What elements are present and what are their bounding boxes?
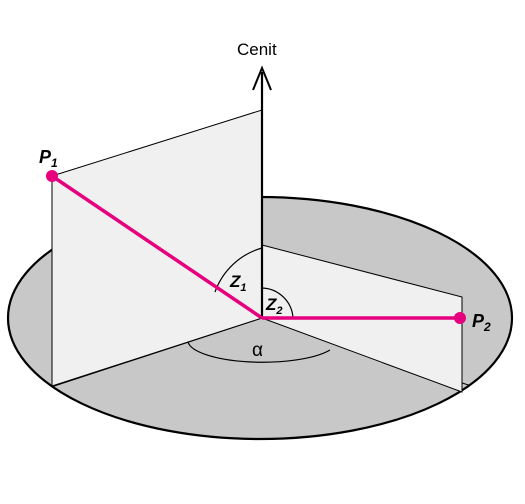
arc-z1 (214, 247, 263, 293)
z1-label: Z1 (229, 272, 247, 294)
alpha-label: α (252, 340, 263, 361)
point-p1 (46, 170, 58, 182)
arc-alpha (187, 341, 331, 363)
point-p2 (454, 312, 466, 324)
arc-z2 (261, 287, 294, 319)
p1-label: P1 (39, 147, 58, 170)
zenith-label: Cenit (237, 40, 277, 59)
p2-label: P2 (472, 311, 491, 334)
z2-label: Z2 (265, 295, 283, 317)
sight-line-p1 (51, 174, 263, 320)
zenith-arrowhead (252, 65, 272, 91)
